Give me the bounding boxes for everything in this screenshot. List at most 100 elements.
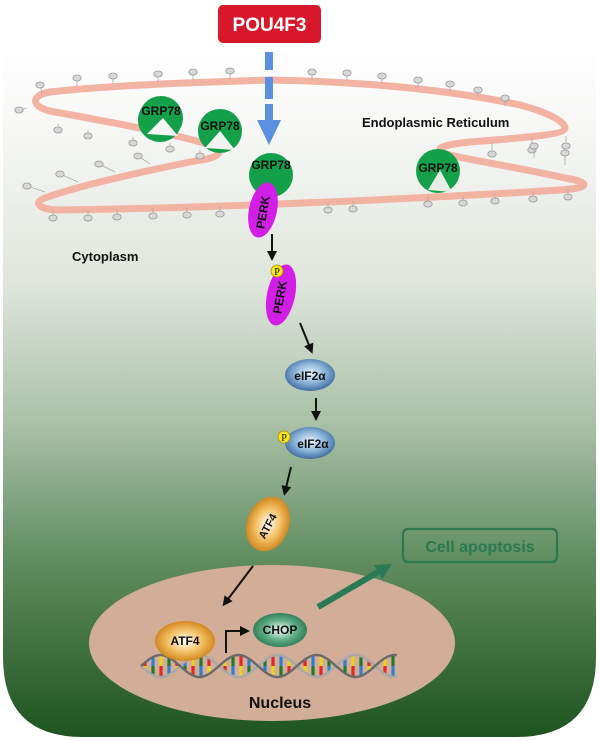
ribosome-icon — [342, 69, 352, 77]
ribosome-icon — [561, 142, 571, 150]
ribosome-icon — [14, 106, 24, 114]
base-pair — [311, 655, 315, 666]
base-pair — [223, 660, 227, 666]
cytoplasm-label: Cytoplasm — [72, 249, 138, 264]
ribosome-icon — [72, 74, 82, 82]
pou4f3-node: POU4F3 — [218, 5, 321, 43]
ribosome-icon — [423, 200, 433, 208]
base-pair — [159, 655, 163, 666]
ribosome-icon — [55, 170, 65, 178]
base-pair — [351, 666, 355, 677]
base-pair — [231, 656, 235, 666]
ribosome-icon — [225, 67, 235, 75]
grp78-label-3: GRP78 — [251, 158, 291, 172]
ribosome-icon — [108, 72, 118, 80]
base-pair — [343, 658, 347, 666]
base-pair — [391, 666, 395, 677]
base-pair — [359, 656, 363, 666]
base-pair — [271, 666, 275, 677]
base-pair — [263, 660, 267, 666]
base-pair — [167, 666, 171, 675]
ribosome-icon — [94, 160, 104, 168]
base-pair — [183, 666, 187, 671]
ribosome-icon — [112, 213, 122, 221]
phospho-perk-label: PERK — [270, 279, 290, 315]
base-pair — [239, 655, 243, 666]
base-pair — [143, 662, 147, 666]
ribosome-icon — [487, 150, 497, 158]
pou4f3-label: POU4F3 — [233, 15, 307, 36]
cell-apoptosis-node: Cell apoptosis — [401, 527, 559, 564]
phosphate-label-1: P — [274, 267, 280, 278]
pou4f3-arrow — [257, 52, 281, 145]
ribosome-icon — [563, 193, 573, 201]
dna-strand — [140, 653, 398, 679]
base-pair — [303, 666, 307, 673]
base-pair — [319, 655, 323, 666]
ribosome-icon — [53, 126, 63, 134]
grp78-label-4: GRP78 — [418, 161, 458, 175]
ribosome-icon — [22, 182, 32, 190]
ribosome-icon — [529, 142, 539, 150]
base-pair — [143, 666, 147, 670]
base-pair — [191, 656, 195, 666]
ribosome-icon — [458, 199, 468, 207]
base-pair — [279, 655, 283, 666]
base-pair — [287, 666, 291, 673]
ribosome-icon — [83, 132, 93, 140]
phosphate-label-2: P — [281, 433, 287, 444]
base-pair — [247, 666, 251, 674]
ribosome-icon — [83, 214, 93, 222]
ribosome-icon — [528, 195, 538, 203]
base-pair — [327, 666, 331, 672]
perk-label: PERK — [253, 194, 273, 230]
chop-protein: CHOP — [253, 613, 307, 647]
phospho-eif2a-protein: eIF2α P — [277, 427, 335, 459]
ribosome-icon — [307, 68, 317, 76]
ribosome-icon — [500, 94, 510, 102]
base-pair — [271, 655, 275, 666]
ribosome-icon — [195, 152, 205, 160]
eif2a-label: eIF2α — [294, 369, 326, 383]
ribosome-icon — [182, 211, 192, 219]
ribosome-icon — [48, 214, 58, 222]
base-pair — [311, 666, 315, 677]
base-pair — [223, 666, 227, 672]
atf4-nuclear-protein: ATF4 — [155, 621, 215, 661]
ribosome-icon — [153, 70, 163, 78]
chop-label: CHOP — [263, 623, 298, 637]
phospho-eif2a-label: eIF2α — [297, 437, 329, 451]
arrow-perk-eif2a — [299, 322, 314, 354]
base-pair — [319, 666, 323, 677]
ribosomes — [14, 67, 573, 222]
er-label: Endoplasmic Reticulum — [362, 115, 509, 130]
base-pair — [199, 666, 203, 677]
base-pair — [383, 658, 387, 666]
base-pair — [391, 655, 395, 666]
base-pair — [167, 657, 171, 666]
base-pair — [151, 666, 155, 676]
ribosome-icon — [490, 197, 500, 205]
base-pair — [231, 666, 235, 676]
base-pair — [279, 666, 283, 677]
ribosome-icon — [445, 80, 455, 88]
grp78-label-1: GRP78 — [141, 104, 181, 118]
base-pair — [303, 659, 307, 666]
grp78-protein-4: GRP78 — [416, 149, 460, 193]
base-pair — [367, 660, 371, 666]
base-pair — [263, 666, 267, 672]
phospho-perk-protein: PERK P — [265, 264, 297, 326]
ribosome-icon — [473, 86, 483, 94]
base-pair — [343, 666, 347, 674]
ribosome-icon — [413, 76, 423, 84]
transcription-arrow — [225, 626, 250, 653]
base-pair — [287, 659, 291, 666]
arrow-eif2a-atf4 — [281, 466, 292, 496]
base-pair — [159, 666, 163, 677]
atf4-nuclear-label: ATF4 — [170, 634, 199, 648]
base-pair — [383, 666, 387, 674]
nucleus-label: Nucleus — [249, 695, 311, 712]
phosphate-icon — [270, 264, 284, 278]
dna-helix — [140, 653, 398, 679]
grp78-label-2: GRP78 — [200, 119, 240, 133]
